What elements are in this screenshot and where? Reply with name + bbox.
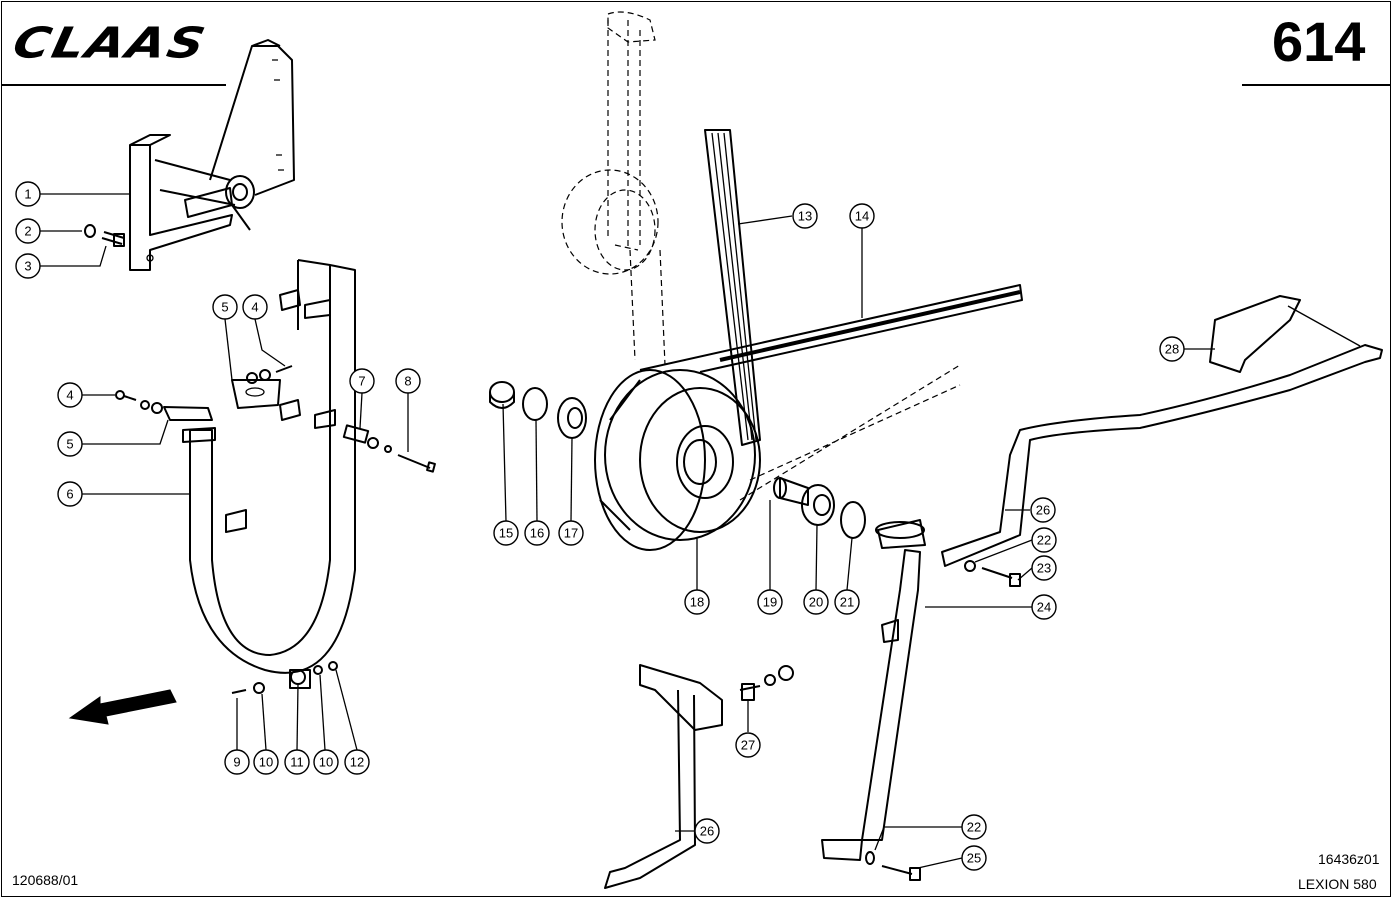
header-rule-left	[2, 84, 226, 86]
svg-text:12: 12	[350, 755, 364, 770]
svg-text:16: 16	[530, 526, 544, 541]
callout-25: 25	[961, 845, 987, 871]
callout-11: 11	[284, 749, 310, 775]
drawing-id: 120688/01	[12, 872, 79, 888]
callout-20: 20	[803, 589, 829, 615]
strap-hardware	[115, 365, 436, 694]
svg-text:1: 1	[24, 187, 31, 202]
svg-text:26: 26	[700, 824, 714, 839]
bracket-assembly	[129, 39, 295, 271]
header-rule-right	[1242, 84, 1390, 86]
callout-10-a: 10	[253, 749, 279, 775]
svg-text:4: 4	[251, 300, 258, 315]
callout-17: 17	[558, 520, 584, 546]
svg-text:14: 14	[855, 209, 869, 224]
callout-7: 7	[349, 368, 375, 394]
svg-text:23: 23	[1037, 561, 1051, 576]
callout-1: 1	[15, 181, 41, 207]
callout-26-upper: 26	[1030, 497, 1056, 523]
svg-text:5: 5	[66, 437, 73, 452]
svg-text:24: 24	[1037, 600, 1051, 615]
callout-3: 3	[15, 253, 41, 279]
svg-text:8: 8	[404, 374, 411, 389]
direction-arrow-icon	[68, 689, 177, 725]
callout-27: 27	[735, 732, 761, 758]
svg-text:25: 25	[967, 851, 981, 866]
callout-13: 13	[792, 203, 818, 229]
svg-text:28: 28	[1165, 342, 1179, 357]
svg-text:26: 26	[1036, 503, 1050, 518]
callout-26-lower: 26	[694, 818, 720, 844]
svg-text:4: 4	[66, 388, 73, 403]
svg-text:20: 20	[809, 595, 823, 610]
svg-text:19: 19	[763, 595, 777, 610]
leader-lines	[40, 193, 1361, 869]
svg-text:7: 7	[358, 374, 365, 389]
callout-5-upper: 5	[212, 294, 238, 320]
callout-5-left: 5	[57, 431, 83, 457]
svg-text:11: 11	[290, 755, 304, 770]
svg-text:5: 5	[221, 300, 228, 315]
callout-6: 6	[57, 481, 83, 507]
svg-text:21: 21	[840, 595, 854, 610]
page-number: 614	[1272, 10, 1366, 73]
svg-text:27: 27	[741, 738, 755, 753]
svg-text:17: 17	[564, 526, 578, 541]
svg-text:10: 10	[319, 755, 333, 770]
svg-text:10: 10	[259, 755, 273, 770]
svg-text:13: 13	[798, 209, 812, 224]
linkage-group	[604, 295, 1383, 889]
callout-12: 12	[344, 749, 370, 775]
callout-10-b: 10	[313, 749, 339, 775]
callout-18: 18	[684, 589, 710, 615]
svg-text:3: 3	[24, 259, 31, 274]
svg-text:9: 9	[233, 755, 240, 770]
callout-19: 19	[757, 589, 783, 615]
washer-bolt-2-3	[84, 224, 125, 247]
callout-9: 9	[224, 749, 250, 775]
svg-text:15: 15	[499, 526, 513, 541]
callout-2: 2	[15, 218, 41, 244]
svg-text:2: 2	[24, 224, 31, 239]
callout-24: 24	[1031, 594, 1057, 620]
figure-code: 16436z01	[1318, 851, 1380, 867]
pulley-belt-group	[489, 11, 1023, 551]
svg-text:22: 22	[967, 820, 981, 835]
callout-22-lower: 22	[961, 814, 987, 840]
callout-21: 21	[834, 589, 860, 615]
callout-14: 14	[849, 203, 875, 229]
svg-text:6: 6	[66, 487, 73, 502]
callout-23: 23	[1031, 555, 1057, 581]
svg-text:22: 22	[1037, 533, 1051, 548]
callout-28: 28	[1159, 336, 1185, 362]
callout-15: 15	[493, 520, 519, 546]
svg-text:18: 18	[690, 595, 704, 610]
callout-4-upper: 4	[242, 294, 268, 320]
callout-4-left: 4	[57, 382, 83, 408]
callout-8: 8	[395, 368, 421, 394]
model-name: LEXION 580	[1298, 876, 1377, 892]
callout-16: 16	[524, 520, 550, 546]
callout-22-upper: 22	[1031, 527, 1057, 553]
strap-assembly	[163, 259, 356, 689]
